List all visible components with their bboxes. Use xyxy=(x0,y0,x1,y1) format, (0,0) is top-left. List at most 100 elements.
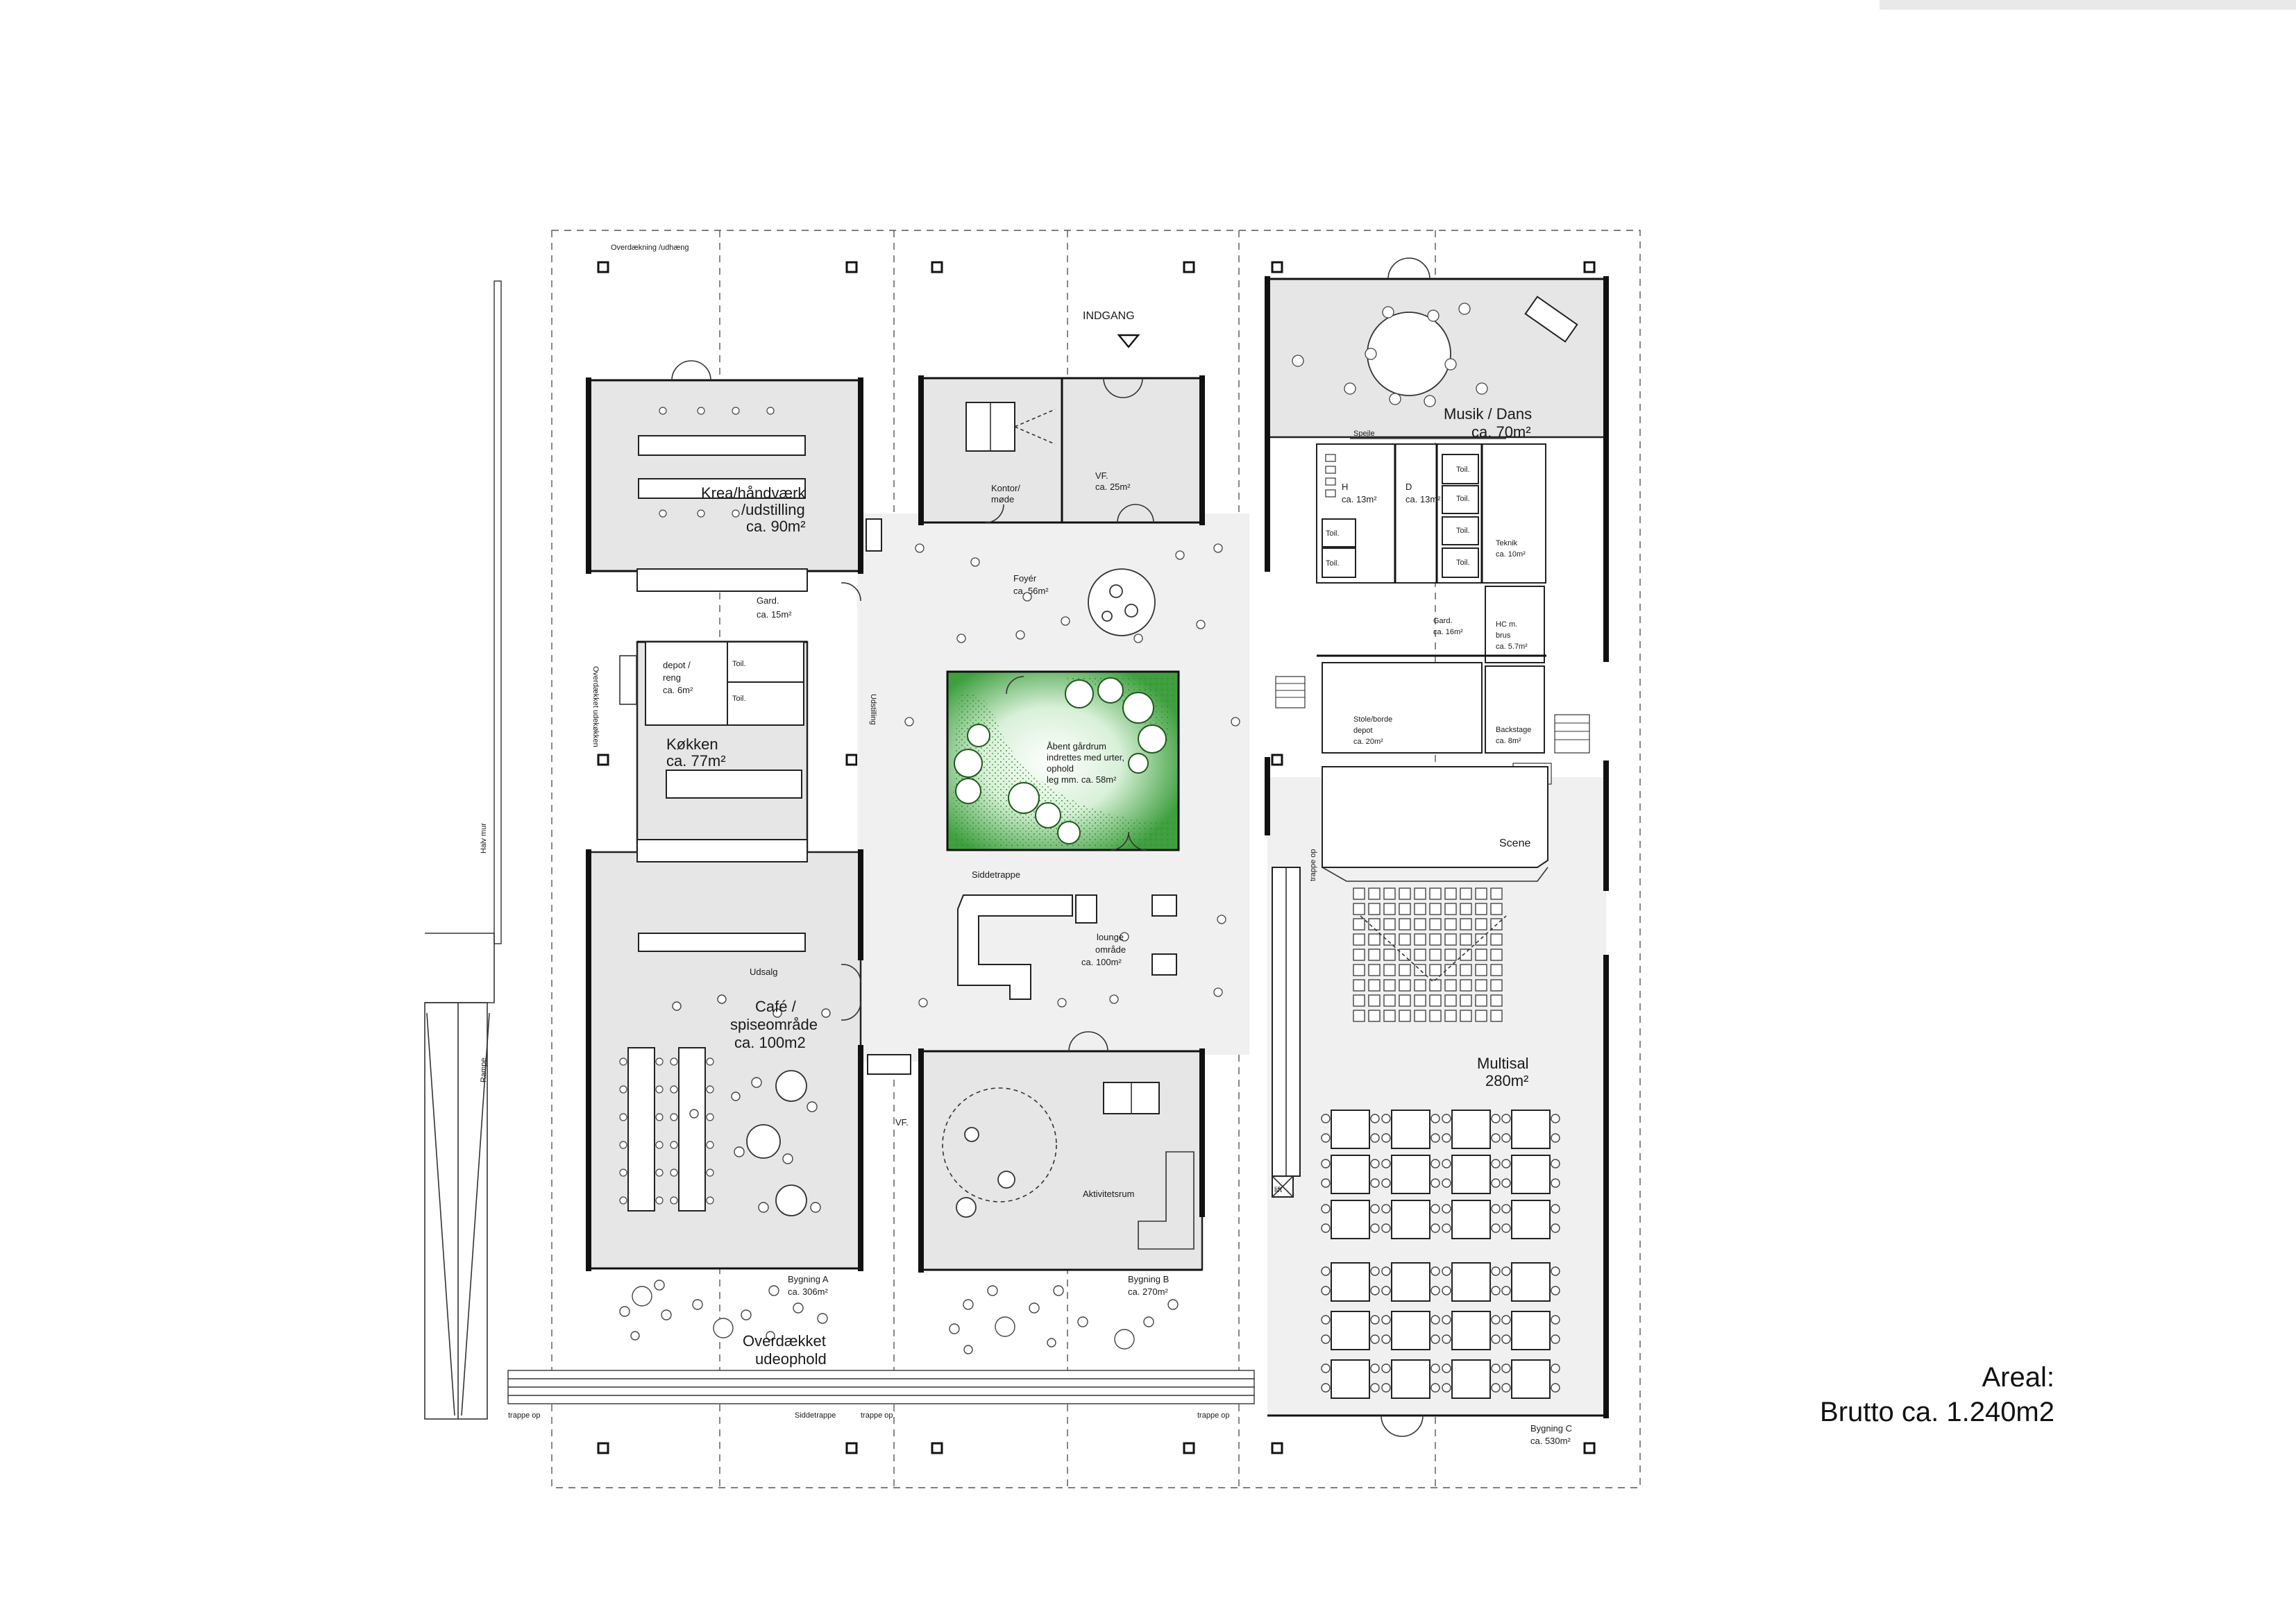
label-backstage: Backstage xyxy=(1496,726,1531,734)
auditorium-seat xyxy=(1414,979,1426,992)
auditorium-seat xyxy=(1490,979,1503,992)
banquet-chair xyxy=(1491,1383,1501,1393)
banquet-chair xyxy=(1321,1363,1331,1373)
label-d-area: ca. 13m² xyxy=(1406,494,1441,504)
banquet-table xyxy=(1331,1110,1370,1149)
banquet-chair xyxy=(1430,1315,1440,1325)
banquet-chair xyxy=(1501,1266,1511,1276)
auditorium-seat xyxy=(1399,964,1411,976)
banquet-chair xyxy=(1370,1286,1380,1295)
auditorium-seat xyxy=(1460,887,1472,900)
banquet-table xyxy=(1511,1311,1551,1350)
banquet-table xyxy=(1511,1155,1551,1194)
label-bygning-b: Bygning B xyxy=(1128,1274,1169,1284)
banquet-chair xyxy=(1430,1363,1440,1373)
auditorium-seat xyxy=(1490,903,1503,915)
label-multisal-area: 280m² xyxy=(1485,1072,1528,1089)
banquet-table xyxy=(1451,1359,1491,1399)
label-trappe-op-1: trappe op xyxy=(508,1411,540,1420)
auditorium-seat xyxy=(1414,994,1426,1007)
banquet-chair xyxy=(1442,1363,1451,1373)
auditorium-seat xyxy=(1414,918,1426,931)
label-stole-area: ca. 20m² xyxy=(1353,738,1383,746)
label-siddetrappe-bund: Siddetrappe xyxy=(795,1411,836,1420)
banquet-table xyxy=(1451,1200,1491,1239)
auditorium-seat xyxy=(1460,918,1472,931)
banquet-chair xyxy=(1381,1114,1391,1123)
auditorium-seat xyxy=(1490,1010,1503,1022)
label-spejle: Spejle xyxy=(1353,430,1375,438)
banquet-chair xyxy=(1551,1223,1560,1233)
banquet-chair xyxy=(1551,1114,1560,1123)
labels: Overdækning /udhæng INDGANG Krea/håndvær… xyxy=(480,244,1572,1446)
label-trappe-op-vertical: trappe op xyxy=(1309,849,1317,881)
banquet-table xyxy=(1391,1200,1430,1239)
auditorium-seat xyxy=(1368,887,1381,900)
banquet-chair xyxy=(1491,1223,1501,1233)
auditorium-seat xyxy=(1444,994,1457,1007)
label-gaardrum-1: Åbent gårdrum xyxy=(1047,741,1106,751)
auditorium-seat xyxy=(1444,979,1457,992)
auditorium-seat xyxy=(1475,979,1487,992)
label-lounge: lounge xyxy=(1097,932,1124,942)
banquet-chair xyxy=(1501,1159,1511,1169)
auditorium-seat xyxy=(1414,903,1426,915)
brutto-area: Brutto ca. 1.240m2 xyxy=(1820,1397,2054,1427)
label-scene: Scene xyxy=(1499,838,1530,849)
label-gaardrum-2: indrettes med urter, xyxy=(1047,752,1124,763)
label-moede: møde xyxy=(991,494,1014,504)
label-bygning-a-area: ca. 306m² xyxy=(788,1286,828,1297)
banquet-chair xyxy=(1370,1114,1380,1123)
banquet-chair xyxy=(1321,1159,1331,1169)
banquet-chair xyxy=(1442,1334,1451,1344)
banquet-chair xyxy=(1501,1383,1511,1393)
banquet-chair xyxy=(1501,1114,1511,1123)
banquet-table xyxy=(1511,1110,1551,1149)
label-teknik: Teknik xyxy=(1496,539,1518,547)
label-toil-c5: Toil. xyxy=(1326,529,1340,538)
banquet-chair xyxy=(1501,1363,1511,1373)
banquet-chair xyxy=(1370,1133,1380,1143)
areal-label: Areal: xyxy=(1982,1362,2055,1393)
banquet-chair xyxy=(1370,1334,1380,1344)
label-h-area: ca. 13m² xyxy=(1342,494,1377,504)
label-overdaekning: Overdækning /udhæng xyxy=(611,244,689,252)
auditorium-seat xyxy=(1399,918,1411,931)
label-h: H xyxy=(1342,482,1348,492)
auditorium-seat xyxy=(1414,933,1426,946)
auditorium-seat xyxy=(1429,964,1442,976)
banquet-chair xyxy=(1551,1159,1560,1169)
auditorium-seat xyxy=(1490,964,1503,976)
banquet-chair xyxy=(1381,1133,1391,1143)
label-krea-area: ca. 90m² xyxy=(746,518,806,535)
auditorium-seat xyxy=(1399,903,1411,915)
label-stole: Stole/borde xyxy=(1353,715,1392,724)
banquet-chair xyxy=(1430,1114,1440,1123)
auditorium-seat xyxy=(1475,964,1487,976)
label-aktivitetsrum: Aktivitetsrum xyxy=(1083,1189,1134,1199)
label-trappe-op-3: trappe op xyxy=(1197,1411,1229,1420)
banquet-chair xyxy=(1491,1133,1501,1143)
building-c xyxy=(1265,257,1609,1437)
auditorium-seat xyxy=(1368,964,1381,976)
banquet-table xyxy=(1331,1155,1370,1194)
terrace-steps xyxy=(507,1280,1255,1404)
banquet-table xyxy=(1451,1311,1491,1350)
banquet-table xyxy=(1511,1200,1551,1239)
banquet-table xyxy=(1451,1262,1491,1302)
auditorium-seat xyxy=(1444,903,1457,915)
banquet-table xyxy=(1391,1155,1430,1194)
banquet-chair xyxy=(1370,1266,1380,1276)
auditorium-seat xyxy=(1368,949,1381,961)
banquet-table xyxy=(1391,1359,1430,1399)
banquet-chair xyxy=(1551,1363,1560,1373)
auditorium-seat xyxy=(1368,994,1381,1007)
banquet-chair xyxy=(1501,1133,1511,1143)
auditorium-seat xyxy=(1444,887,1457,900)
auditorium-seat xyxy=(1399,949,1411,961)
banquet-chair xyxy=(1430,1204,1440,1214)
banquet-chair xyxy=(1370,1223,1380,1233)
auditorium-seat xyxy=(1383,949,1396,961)
auditorium-seat xyxy=(1368,933,1381,946)
